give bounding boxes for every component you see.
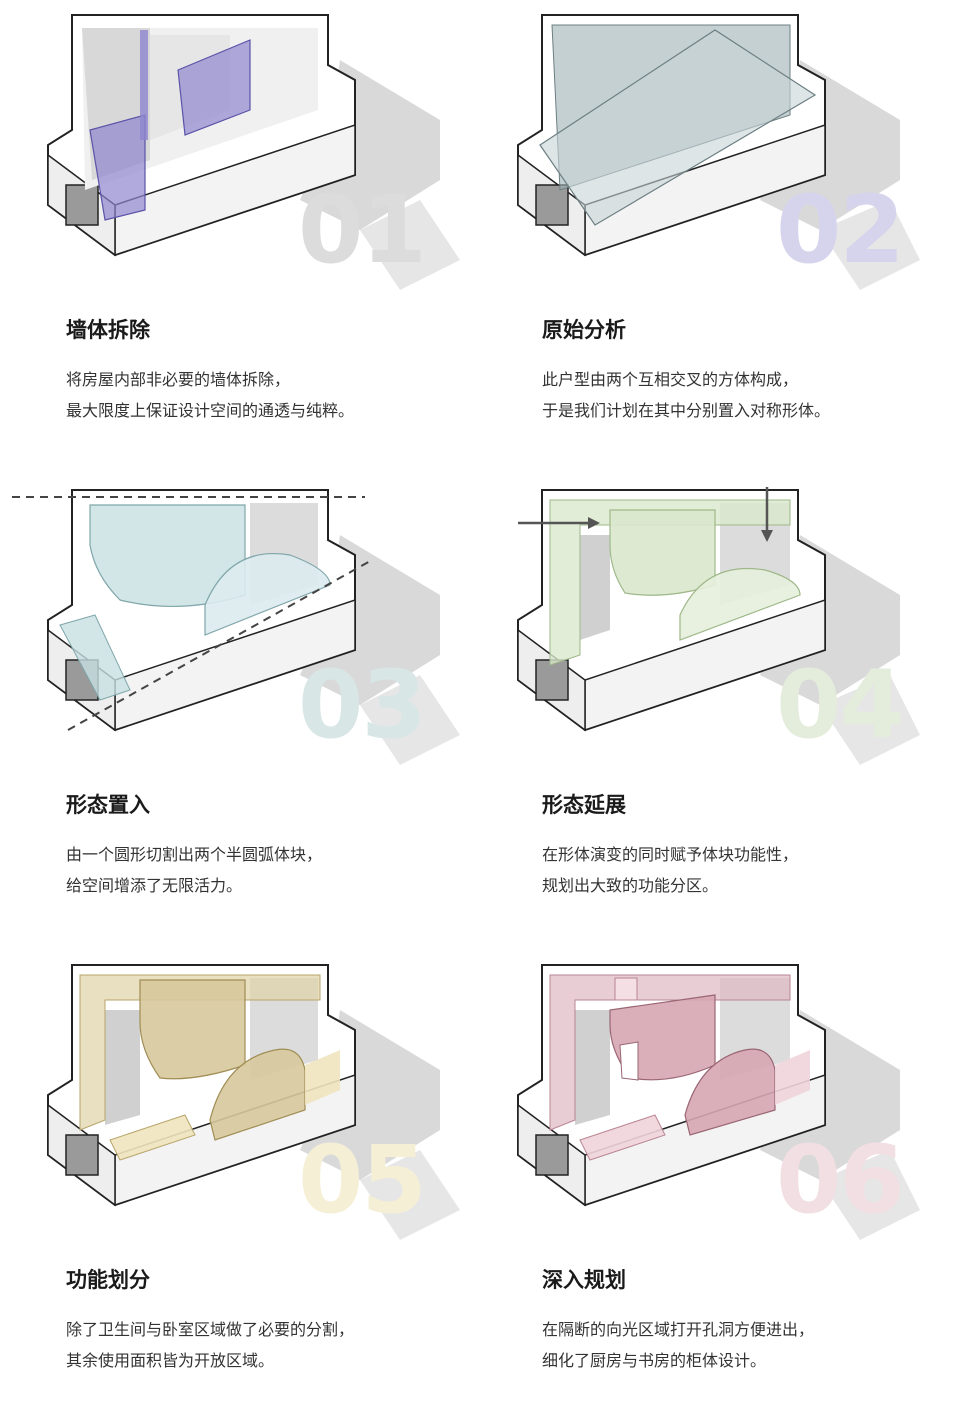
step-title: 形态延展 [542,793,626,817]
description-line: 给空间增添了无限活力。 [66,876,243,895]
step-description: 将房屋内部非必要的墙体拆除， 最大限度上保证设计空间的通透与纯粹。 [66,364,354,426]
arrow-icon [518,487,773,542]
step-number: 06 [776,1126,905,1235]
step-description: 在隔断的向光区域打开孔洞方便进出， 细化了厨房与书房的柜体设计。 [542,1314,814,1376]
description-line: 细化了厨房与书房的柜体设计。 [542,1351,767,1370]
diagram-panel-06: 06 深入规划 在隔断的向光区域打开孔洞方便进出， 细化了厨房与书房的柜体设计。 [480,950,960,1417]
step-title: 深入规划 [542,1268,626,1292]
step-number: 01 [298,176,427,285]
step-description: 由一个圆形切割出两个半圆弧体块， 给空间增添了无限活力。 [66,839,322,901]
step-title: 原始分析 [542,318,626,342]
isometric-model-04 [517,487,920,765]
description-line: 在形体演变的同时赋予体块功能性， [542,845,799,864]
isometric-model-05 [47,964,460,1240]
description-line: 将房屋内部非必要的墙体拆除， [66,370,291,389]
step-description: 除了卫生间与卧室区域做了必要的分割， 其余使用面积皆为开放区域。 [66,1314,354,1376]
description-line: 由一个圆形切割出两个半圆弧体块， [66,845,323,864]
isometric-model-03 [12,489,460,765]
diagram-panel-02: 02 原始分析 此户型由两个互相交叉的方体构成， 于是我们计划在其中分别置入对称… [480,0,960,467]
diagram-panel-01: 01 墙体拆除 将房屋内部非必要的墙体拆除， 最大限度上保证设计空间的通透与纯粹… [0,0,480,467]
isometric-model-06 [517,964,920,1240]
diagram-panel-04: 04 形态延展 在形体演变的同时赋予体块功能性， 规划出大致的功能分区。 [480,475,960,942]
accent-cabinets [549,974,810,1161]
step-description: 此户型由两个互相交叉的方体构成， 于是我们计划在其中分别置入对称形体。 [542,364,830,426]
description-line: 于是我们计划在其中分别置入对称形体。 [542,401,831,420]
description-line: 其余使用面积皆为开放区域。 [66,1351,275,1370]
step-number: 02 [776,176,905,285]
diagram-panel-05: 05 功能划分 除了卫生间与卧室区域做了必要的分割， 其余使用面积皆为开放区域。 [0,950,480,1417]
description-line: 除了卫生间与卧室区域做了必要的分割， [66,1320,355,1339]
step-number: 05 [298,1126,427,1235]
description-line: 最大限度上保证设计空间的通透与纯粹。 [66,401,355,420]
accent-rooms [79,974,340,1161]
step-title: 墙体拆除 [66,318,150,342]
diagram-panel-03: 03 形态置入 由一个圆形切割出两个半圆弧体块， 给空间增添了无限活力。 [0,475,480,942]
accent-walls [89,30,251,221]
step-number: 03 [298,651,427,760]
accent-arcs [59,504,331,701]
description-line: 此户型由两个互相交叉的方体构成， [542,370,799,389]
model-shell [517,489,826,732]
step-description: 在形体演变的同时赋予体块功能性， 规划出大致的功能分区。 [542,839,798,901]
dashed-guides [12,496,373,731]
step-title: 功能划分 [66,1268,150,1292]
accent-volumes [539,24,817,226]
step-title: 形态置入 [66,793,150,817]
isometric-model-02 [517,14,920,290]
description-line: 在隔断的向光区域打开孔洞方便进出， [542,1320,815,1339]
isometric-model-01 [47,14,460,290]
description-line: 规划出大致的功能分区。 [542,876,719,895]
step-number: 04 [776,651,905,760]
